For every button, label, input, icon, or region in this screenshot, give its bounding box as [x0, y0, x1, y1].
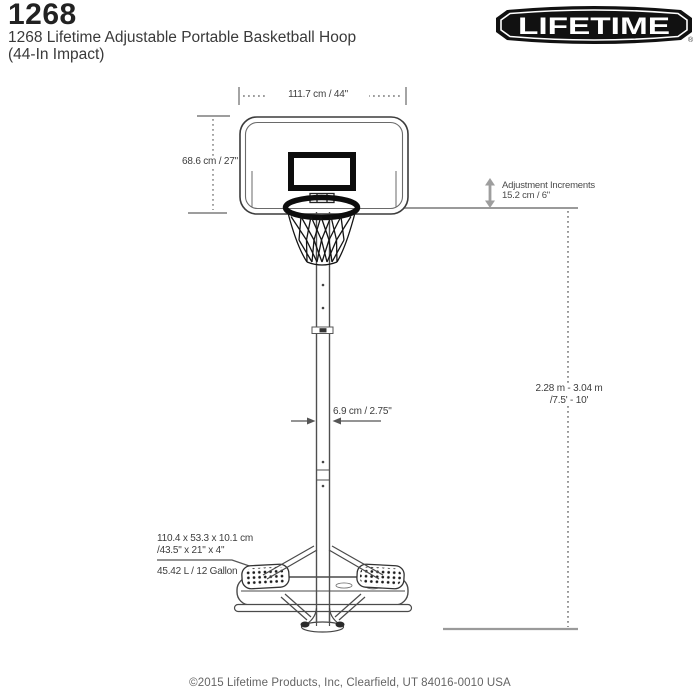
height-range-imperial: /7.5' - 10': [549, 394, 589, 406]
backboard-inner-frame: [244, 121, 404, 210]
base-size-label: 110.4 x 53.3 x 10.1 cm /43.5" x 21" x 4": [157, 533, 253, 556]
logo-inner-border: [500, 9, 688, 41]
adjustment-increments-label: Adjustment Increments 15.2 cm / 6": [502, 181, 595, 201]
backboard-width-label: 111.7 cm / 44": [267, 89, 369, 100]
registered-trademark: ®: [688, 37, 694, 44]
base: [233, 563, 413, 613]
net: [287, 212, 356, 266]
overall-height-label: 2.28 m - 3.04 m /7.5' - 10': [519, 383, 619, 406]
foot-bell-right: [335, 621, 345, 628]
product-title-line1: 1268 Lifetime Adjustable Portable Basket…: [8, 29, 357, 46]
adjustment-arrow: [485, 178, 495, 208]
foot-base-ring: [300, 621, 345, 633]
height-range-metric: 2.28 m - 3.04 m: [535, 383, 603, 394]
backboard-outer-frame: [239, 116, 409, 215]
model-number: 1268: [8, 0, 77, 31]
base-lip: [233, 603, 413, 613]
pole-clamp-buckle: [319, 328, 327, 333]
adjustment-value-text: 15.2 cm / 6": [502, 189, 550, 201]
copyright-text: ©2015 Lifetime Products, Inc, Clearfield…: [189, 677, 511, 689]
base-tread-left: [244, 566, 287, 587]
product-title: 1268 Lifetime Adjustable Portable Basket…: [8, 29, 357, 63]
pole: [311, 212, 334, 626]
foot-bell-left: [300, 621, 310, 628]
pole-dim-arrow-right: [332, 417, 341, 425]
lifetime-logo: LIFETIME: [496, 6, 692, 44]
base-struts: [262, 545, 384, 621]
base-size-imperial: /43.5" x 21" x 4": [157, 544, 225, 556]
base-capacity-label: 45.42 L / 12 Gallon: [157, 566, 238, 577]
pole-hole-2: [321, 306, 325, 310]
pole-hole-1: [321, 283, 325, 287]
pole-foot: [300, 607, 345, 633]
pole-dim-arrow-left: [307, 417, 316, 425]
shooter-square: [288, 152, 356, 191]
base-tread-right: [359, 566, 402, 587]
logo-text: LIFETIME: [518, 13, 670, 40]
base-detail-oval-1: [335, 582, 353, 589]
base-size-metric: 110.4 x 53.3 x 10.1 cm: [157, 533, 254, 544]
pole-hole-4: [321, 484, 325, 488]
backboard-height-label: 68.6 cm / 27": [180, 156, 238, 167]
product-title-line2: (44-In Impact): [8, 45, 105, 63]
adjustment-label-text: Adjustment Increments: [502, 180, 595, 191]
pole-hole-3: [321, 460, 325, 464]
pole-diameter-label: 6.9 cm / 2.75": [333, 406, 392, 417]
backboard: [239, 116, 409, 215]
logo-shape: [496, 6, 692, 44]
